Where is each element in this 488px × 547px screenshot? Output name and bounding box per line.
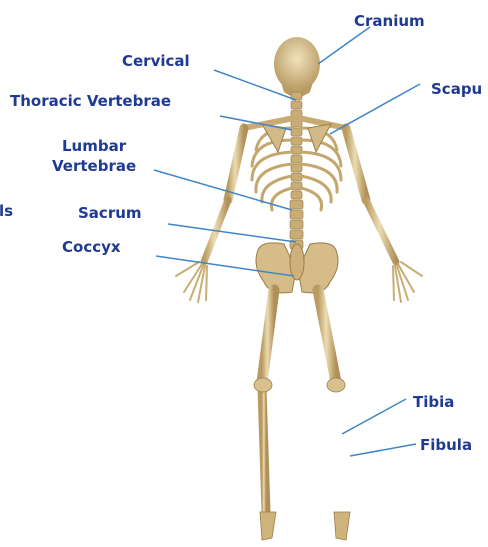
lumbar-label-line2: Vertebrae (52, 156, 136, 176)
sacrum-leader (168, 224, 296, 242)
lumbar-vertebrae-label: Lumbar Vertebrae (52, 136, 136, 176)
tibia-leader (342, 399, 406, 434)
fibula-label: Fibula (420, 436, 472, 454)
tibia-label: Tibia (413, 393, 454, 411)
sacrum-label: Sacrum (78, 204, 142, 222)
leg-bones (262, 290, 346, 512)
pelvis-bone (256, 243, 338, 293)
lumbar-label-line1: Lumbar (52, 136, 136, 156)
cervical-label: Cervical (122, 52, 190, 70)
coccyx-label: Coccyx (62, 238, 121, 256)
cranium-bone (274, 37, 320, 97)
knee-caps (254, 378, 345, 392)
foot-bones (260, 512, 350, 540)
scapula-label: Scapu (431, 80, 482, 98)
scapula-leader (330, 84, 420, 134)
fibula-leader (350, 444, 416, 456)
partial-left-label: ls (0, 202, 13, 220)
thoracic-vertebrae-label: Thoracic Vertebrae (10, 92, 171, 110)
cranium-label: Cranium (354, 12, 425, 30)
cranium-leader (318, 27, 370, 64)
